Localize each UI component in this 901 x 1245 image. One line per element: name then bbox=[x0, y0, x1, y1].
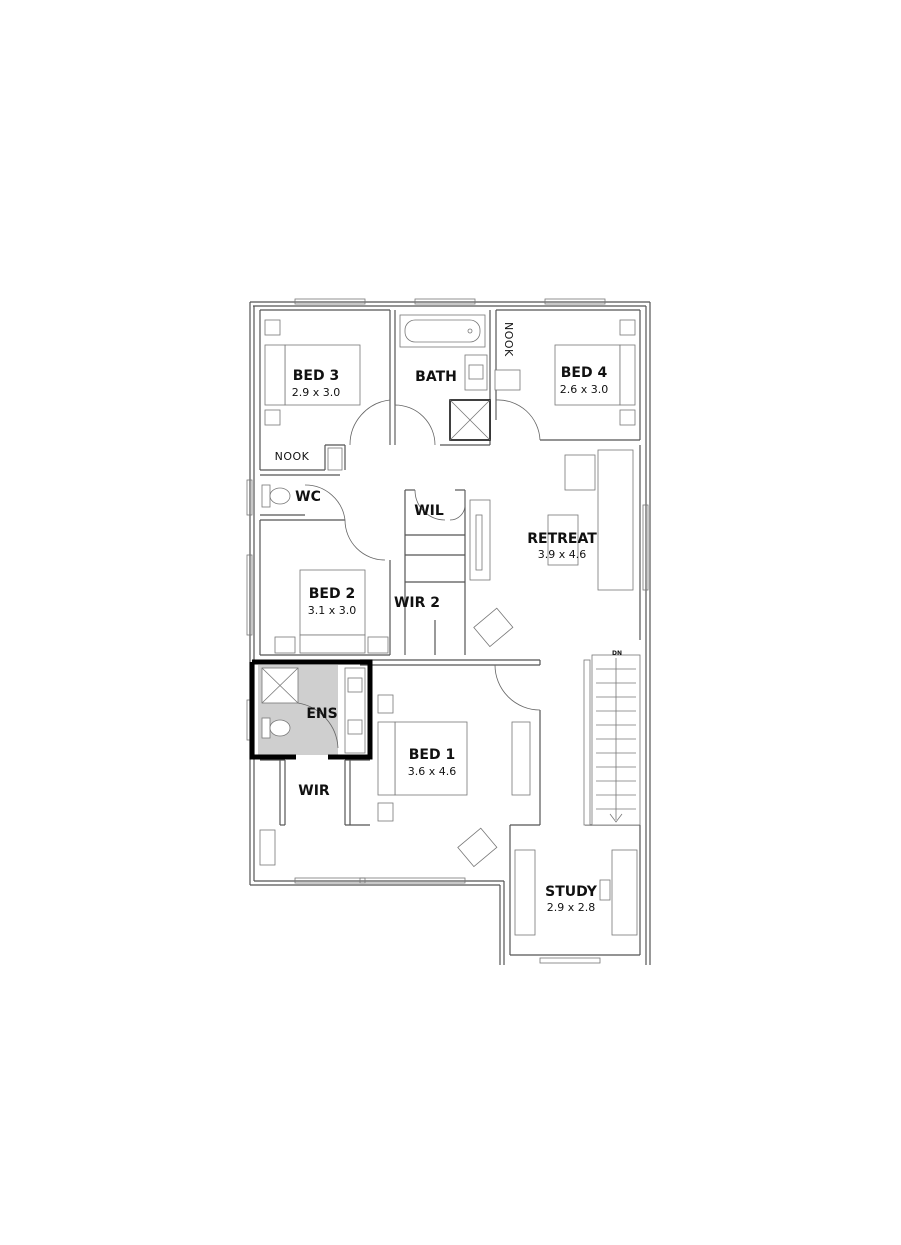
room-wir-label: WIR bbox=[298, 783, 330, 799]
door-swings bbox=[304, 399, 541, 711]
room-retreat-dims: 3.9 x 4.6 bbox=[538, 548, 587, 561]
room-bed2-dims: 3.1 x 3.0 bbox=[308, 604, 357, 617]
outer-walls bbox=[249, 301, 651, 965]
ensuite bbox=[249, 659, 373, 760]
room-labels: BED 3 2.9 x 3.0 BATH BED 4 2.6 x 3.0 NOO… bbox=[275, 322, 609, 914]
room-nook-left-label: NOOK bbox=[275, 450, 310, 463]
furniture bbox=[259, 314, 638, 936]
room-retreat-label: RETREAT bbox=[527, 531, 597, 547]
room-wil-label: WIL bbox=[414, 503, 444, 519]
room-study-dims: 2.9 x 2.8 bbox=[547, 901, 596, 914]
room-bed1-dims: 3.6 x 4.6 bbox=[408, 765, 457, 778]
room-wir2-label: WIR 2 bbox=[394, 595, 440, 611]
stairs-dn-label: DN bbox=[612, 650, 622, 657]
room-wc-label: WC bbox=[295, 489, 321, 505]
room-bath-label: BATH bbox=[415, 369, 457, 385]
room-nook-right-label: NOOK bbox=[502, 322, 515, 357]
room-study-label: STUDY bbox=[545, 884, 598, 900]
room-bed2-label: BED 2 bbox=[309, 586, 355, 602]
stairs: DN bbox=[583, 650, 641, 826]
room-ens-label: ENS bbox=[306, 706, 337, 722]
room-bed3-label: BED 3 bbox=[293, 368, 339, 384]
room-bed4-label: BED 4 bbox=[561, 365, 608, 381]
room-bed1-label: BED 1 bbox=[409, 747, 455, 763]
room-bed4-dims: 2.6 x 3.0 bbox=[560, 383, 609, 396]
room-bed3-dims: 2.9 x 3.0 bbox=[292, 386, 341, 399]
